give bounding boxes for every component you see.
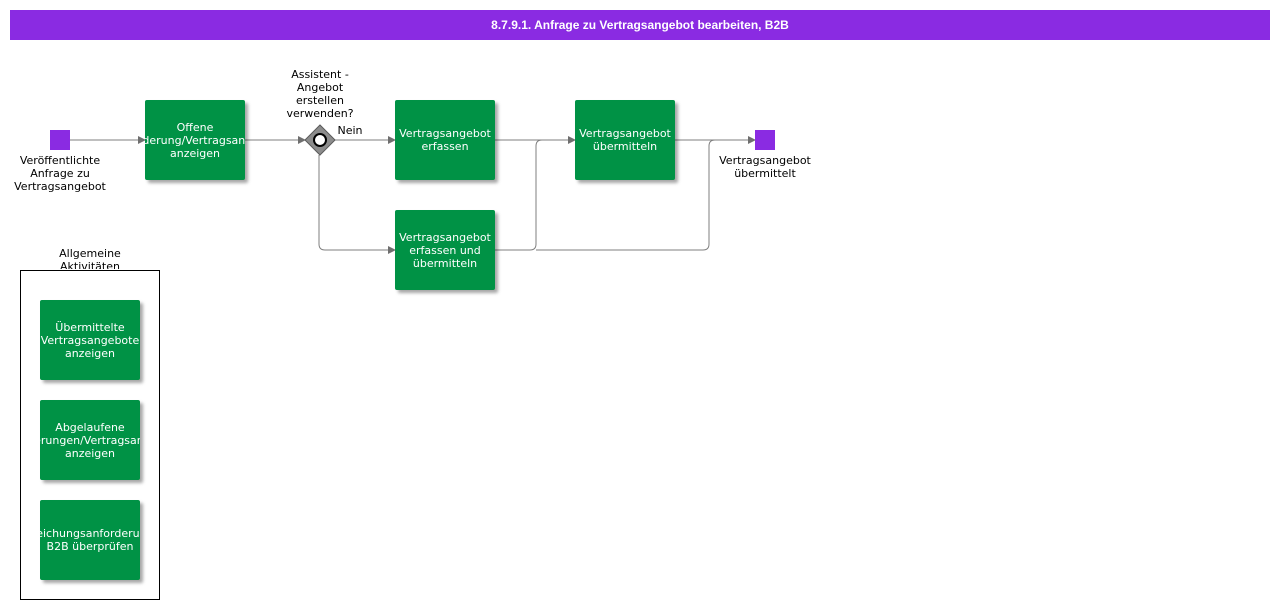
start-event[interactable]: [50, 130, 70, 150]
task-transmit-offer-label: Vertragsangebot übermitteln: [579, 127, 671, 153]
lane-task-label: Abweichungsanforderungen B2B überprüfen: [40, 527, 140, 553]
task-capture-and-transmit-offer-label: Vertragsangebot erfassen und übermitteln: [399, 230, 491, 270]
task-capture-offer[interactable]: Vertragsangebot erfassen: [395, 100, 495, 180]
task-transmit-offer[interactable]: Vertragsangebot übermitteln: [575, 100, 675, 180]
lane-task-label: Übermittelte Vertragsangebote anzeigen: [40, 320, 140, 360]
end-event[interactable]: [755, 130, 775, 150]
diagram-title: 8.7.9.1. Anfrage zu Vertragsangebot bear…: [10, 10, 1270, 40]
flow-capture-transmit-to-end: [536, 139, 716, 251]
lane-task-check-deviation-requests[interactable]: Abweichungsanforderungen B2B überprüfen: [40, 500, 140, 580]
task-show-open-requests[interactable]: Offene Anforderung/Vertragsangebot anzei…: [145, 100, 245, 180]
lane-task-expired-requests[interactable]: Abgelaufene Anforderungen/Vertragsangebo…: [40, 400, 140, 480]
lane-general-activities: [20, 270, 160, 600]
flow-capture-transmit-to-merge: [495, 139, 543, 251]
lane-task-transmitted-offers[interactable]: Übermittelte Vertragsangebote anzeigen: [40, 300, 140, 380]
lane-task-label: Abgelaufene Anforderungen/Vertragsangebo…: [40, 420, 140, 460]
flow-gateway-to-capture-transmit: [318, 155, 396, 254]
lane-title: Allgemeine Aktivitäten: [59, 247, 121, 269]
gateway-diamond[interactable]: [304, 124, 336, 156]
task-show-open-requests-label: Offene Anforderung/Vertragsangebot anzei…: [145, 120, 245, 160]
task-capture-offer-label: Vertragsangebot erfassen: [399, 127, 491, 153]
gateway-branch-label: Nein: [337, 124, 363, 137]
end-event-label: Vertragsangebot übermittelt: [719, 154, 811, 180]
start-event-label: Veröffentlichte Anfrage zu Vertragsangeb…: [14, 154, 106, 193]
gateway-question-label: Assistent - Angebot erstellen verwenden?: [286, 68, 354, 120]
task-capture-and-transmit-offer[interactable]: Vertragsangebot erfassen und übermitteln: [395, 210, 495, 290]
